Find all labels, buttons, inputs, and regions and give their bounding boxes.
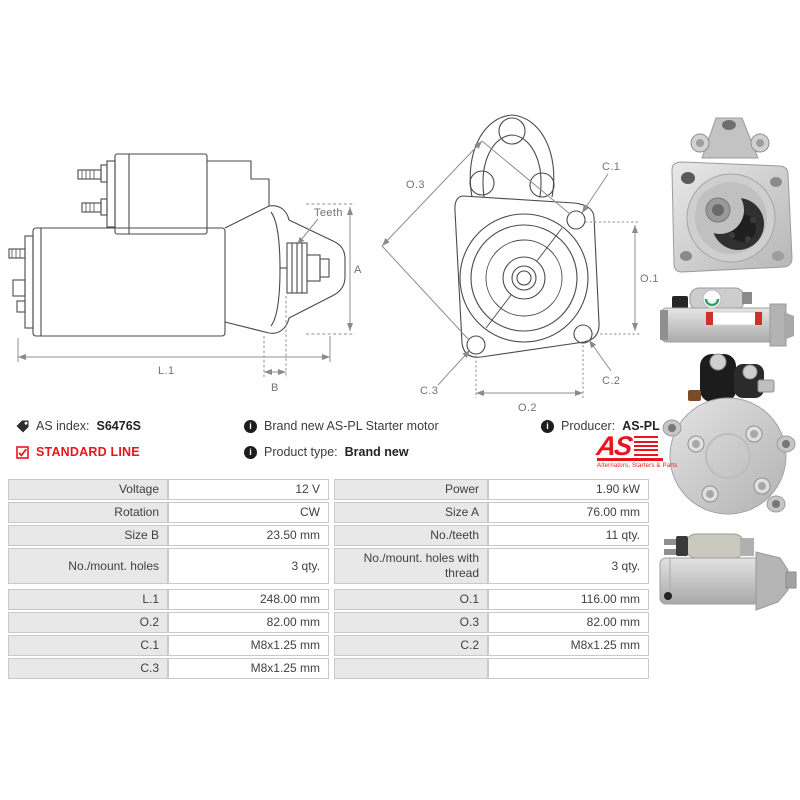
dim-label-o1: O.1 bbox=[640, 273, 659, 285]
spec-label: O.1 bbox=[334, 589, 488, 610]
front-dimension-lines bbox=[381, 140, 640, 398]
as-pl-logo-underline bbox=[597, 458, 663, 461]
side-dimension-lines bbox=[17, 203, 355, 378]
spec-label: Voltage bbox=[8, 479, 168, 500]
spec-table-block-1: Voltage 12 V Power 1.90 kW Rotation CW S… bbox=[8, 479, 649, 584]
dim-label-teeth: Teeth bbox=[314, 207, 343, 219]
tag-icon bbox=[16, 420, 29, 432]
dim-label-c3: C.3 bbox=[420, 385, 438, 397]
producer-label: Producer: bbox=[561, 419, 616, 433]
standard-line-row: STANDARD LINE bbox=[16, 444, 140, 460]
starter-side-outline bbox=[8, 153, 346, 337]
dim-label-l1: L.1 bbox=[158, 365, 175, 377]
as-pl-logo: AS Alternators, Starters & Parts bbox=[594, 430, 678, 469]
starter-front-outline bbox=[454, 114, 600, 358]
as-pl-logo-stripes bbox=[633, 435, 658, 457]
spec-value: 3 qty. bbox=[488, 548, 649, 584]
spec-table-block-2: L.1 248.00 mm O.1 116.00 mm O.2 82.00 mm… bbox=[8, 589, 649, 679]
dim-label-a: A bbox=[354, 264, 362, 276]
as-index-label: AS index: bbox=[36, 419, 90, 433]
spec-value: 11 qty. bbox=[488, 525, 649, 546]
product-type-value: Brand new bbox=[344, 445, 409, 459]
product-type-row: i Product type: Brand new bbox=[244, 444, 409, 460]
spec-label: No./teeth bbox=[334, 525, 488, 546]
spec-label: Size B bbox=[8, 525, 168, 546]
spec-value: CW bbox=[168, 502, 329, 523]
spec-value: M8x1.25 mm bbox=[488, 635, 649, 656]
spec-label bbox=[334, 658, 488, 679]
spec-value: 23.50 mm bbox=[168, 525, 329, 546]
info-icon: i bbox=[541, 419, 554, 433]
spec-value bbox=[488, 658, 649, 679]
product-type-label: Product type: bbox=[264, 445, 338, 459]
info-icon: i bbox=[244, 445, 257, 459]
spec-label: Power bbox=[334, 479, 488, 500]
spec-label: C.3 bbox=[8, 658, 168, 679]
standard-line-label: STANDARD LINE bbox=[36, 445, 140, 459]
side-view-technical-drawing: Teeth A L.1 B bbox=[8, 153, 362, 394]
spec-label: C.2 bbox=[334, 635, 488, 656]
spec-value: 248.00 mm bbox=[168, 589, 329, 610]
spec-label: Size A bbox=[334, 502, 488, 523]
spec-value: 82.00 mm bbox=[168, 612, 329, 633]
spec-value: 82.00 mm bbox=[488, 612, 649, 633]
dim-label-c2: C.2 bbox=[602, 375, 620, 387]
spec-value: 3 qty. bbox=[168, 548, 329, 584]
spec-label: L.1 bbox=[8, 589, 168, 610]
spec-label: O.3 bbox=[334, 612, 488, 633]
spec-label: No./mount. holes with thread bbox=[334, 548, 488, 584]
spec-label: O.2 bbox=[8, 612, 168, 633]
spec-value: M8x1.25 mm bbox=[168, 658, 329, 679]
producer-row: i Producer: AS-PL bbox=[541, 418, 660, 434]
spec-table: Voltage 12 V Power 1.90 kW Rotation CW S… bbox=[8, 479, 649, 679]
dim-label-c1: C.1 bbox=[602, 161, 620, 173]
spec-label: Rotation bbox=[8, 502, 168, 523]
info-icon: i bbox=[244, 419, 257, 433]
brand-description: Brand new AS-PL Starter motor bbox=[264, 419, 439, 433]
as-pl-logo-text: AS bbox=[594, 430, 633, 461]
producer-value: AS-PL bbox=[622, 419, 660, 433]
brand-row: i Brand new AS-PL Starter motor bbox=[244, 418, 439, 434]
dim-label-b: B bbox=[271, 382, 279, 394]
spec-value: 12 V bbox=[168, 479, 329, 500]
dim-label-o2: O.2 bbox=[518, 402, 537, 414]
spec-value: 1.90 kW bbox=[488, 479, 649, 500]
product-photo-side-view bbox=[660, 287, 794, 347]
product-photo-side-view-2 bbox=[659, 533, 797, 611]
as-pl-logo-tagline: Alternators, Starters & Parts bbox=[597, 462, 678, 469]
spec-label: C.1 bbox=[8, 635, 168, 656]
spec-label: No./mount. holes bbox=[8, 548, 168, 584]
checkbox-checked-icon bbox=[16, 445, 29, 459]
dim-label-o3: O.3 bbox=[406, 179, 425, 191]
as-index-value: S6476S bbox=[96, 419, 141, 433]
product-photo-front-view bbox=[671, 117, 793, 273]
as-index-row: AS index: S6476S bbox=[16, 418, 141, 434]
spec-value: 76.00 mm bbox=[488, 502, 649, 523]
front-view-technical-drawing: O.3 C.1 O.1 C.2 C.3 O.2 bbox=[381, 114, 659, 414]
product-photo-rear-view bbox=[662, 353, 796, 515]
spec-value: M8x1.25 mm bbox=[168, 635, 329, 656]
spec-value: 116.00 mm bbox=[488, 589, 649, 610]
